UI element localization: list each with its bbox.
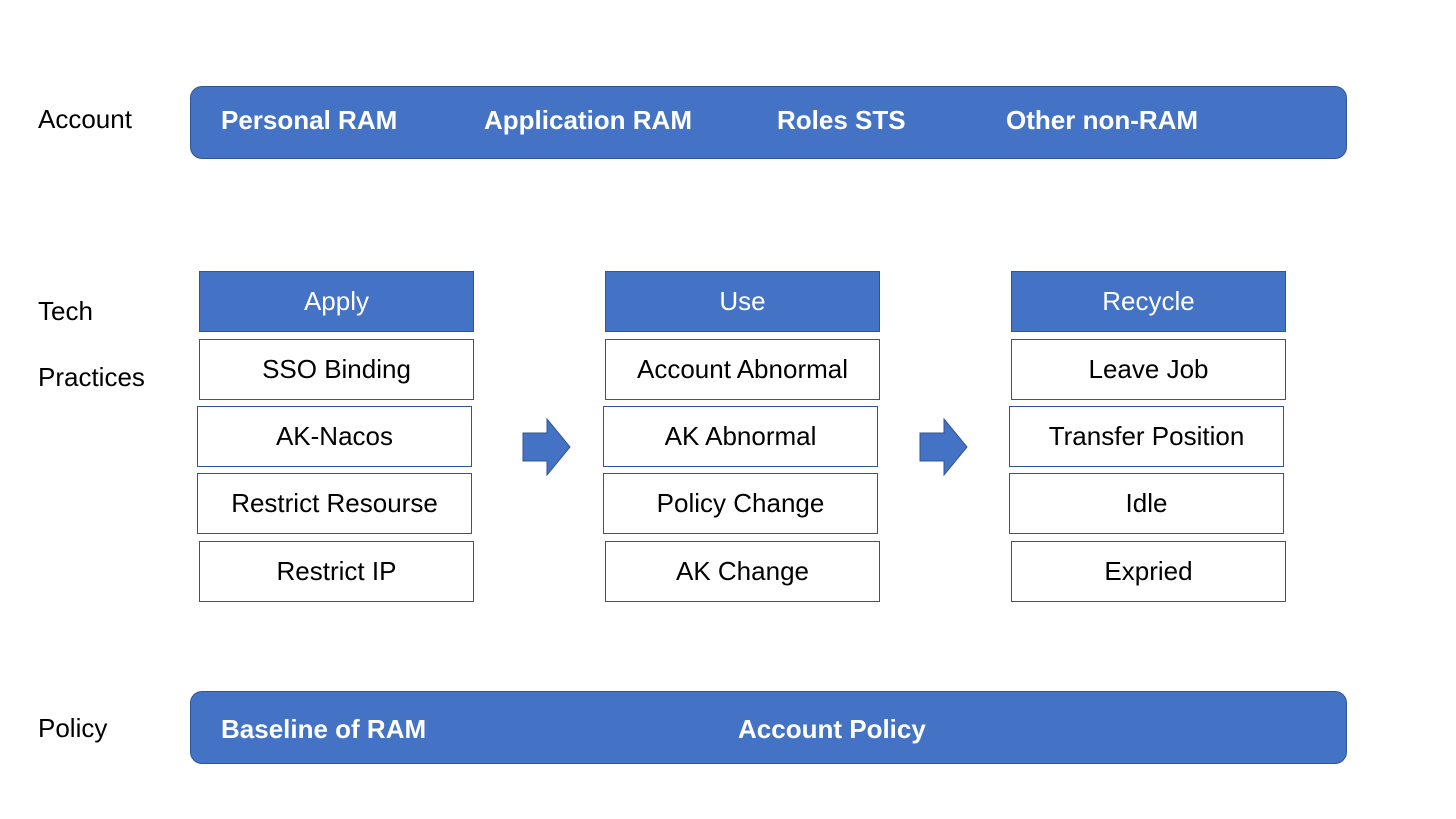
- policy-item-baseline-of-ram: Baseline of RAM: [221, 714, 427, 744]
- policy-item-account-policy: Account Policy: [738, 714, 926, 744]
- apply-item-restrict-resourse: Restrict Resourse: [197, 473, 472, 534]
- practices-row-label: Practices: [38, 362, 145, 392]
- use-item-ak-abnormal: AK Abnormal: [603, 406, 878, 467]
- apply-item-restrict-ip: Restrict IP: [199, 541, 474, 602]
- recycle-item-leave-job: Leave Job: [1011, 339, 1286, 400]
- recycle-item-idle: Idle: [1009, 473, 1284, 534]
- use-item-ak-change: AK Change: [605, 541, 880, 602]
- policy-band: Baseline of RAM Account Policy: [190, 691, 1347, 764]
- apply-item-ak-nacos: AK-Nacos: [197, 406, 472, 467]
- account-band: Personal RAM Application RAM Roles STS O…: [190, 86, 1347, 159]
- recycle-item-expried: Expried: [1011, 541, 1286, 602]
- policy-row-label: Policy: [38, 713, 108, 743]
- account-item-other-non-ram: Other non-RAM: [1006, 105, 1199, 135]
- right-arrow-icon: [522, 418, 571, 476]
- apply-item-sso-binding: SSO Binding: [199, 339, 474, 400]
- use-item-policy-change: Policy Change: [603, 473, 878, 534]
- recycle-column-header: Recycle: [1011, 271, 1286, 332]
- use-item-account-abnormal: Account Abnormal: [605, 339, 880, 400]
- tech-row-label: Tech: [38, 296, 93, 326]
- account-item-personal-ram: Personal RAM: [221, 105, 398, 135]
- right-arrow-icon: [919, 418, 968, 476]
- account-row-label: Account: [38, 104, 132, 134]
- account-item-application-ram: Application RAM: [484, 105, 692, 135]
- account-item-roles-sts: Roles STS: [777, 105, 906, 135]
- apply-column-header: Apply: [199, 271, 474, 332]
- use-column-header: Use: [605, 271, 880, 332]
- recycle-item-transfer-position: Transfer Position: [1009, 406, 1284, 467]
